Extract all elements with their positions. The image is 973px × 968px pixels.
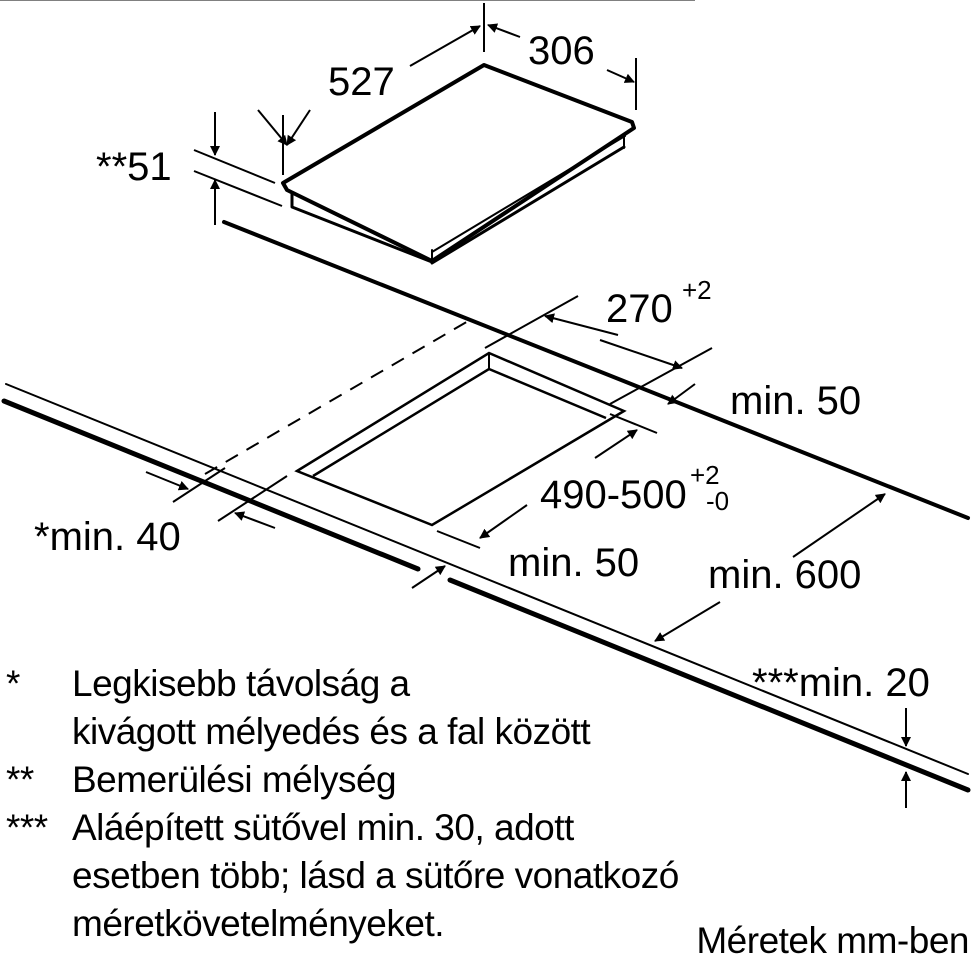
arrow-527-toward-front-edge — [257, 109, 288, 146]
dimension-min-wall-distance — [145, 467, 288, 529]
footnote-3-mark: *** — [6, 807, 48, 848]
arrow-527-to-back — [409, 25, 481, 67]
arrow-min-front — [411, 565, 446, 589]
dimension-hob-width — [487, 23, 637, 110]
arrow-527-front-seg — [213, 108, 258, 147]
dimension-installation-depth — [193, 112, 283, 225]
arrow-527-front-visible — [213, 110, 258, 146]
arrow-527-front-line — [213, 109, 258, 146]
hob-appliance — [281, 63, 636, 265]
arrow-min-600 — [654, 601, 721, 642]
arrow-min-back-real — [667, 383, 696, 405]
dim-arrow-527-leftside — [212, 109, 258, 145]
dimension-cutout-width — [484, 295, 713, 405]
arrow-527-lowerfront — [258, 108, 289, 145]
arrow-min-back-lower-ext2 — [612, 414, 685, 434]
dim-arrow-527-a — [214, 107, 258, 146]
label-cutout-depth-tol-upper: +2 — [690, 460, 720, 490]
label-cutout-width: 270 — [606, 287, 673, 331]
footnote-1-mark: * — [6, 663, 20, 704]
arrow-527-front — [212, 108, 258, 146]
arrow-527-lower — [214, 109, 258, 146]
label-installation-depth: **51 — [96, 145, 172, 189]
label-min-back-distance: min. 50 — [730, 379, 861, 423]
units-label: Méretek mm-ben — [696, 920, 969, 961]
footnote-3-line-1: Aláépített sütővel min. 30, adott — [72, 807, 574, 848]
arrow-527-lower-tip — [215, 108, 258, 145]
worktop-cutout — [204, 319, 627, 527]
arrow-min-back-up — [594, 429, 638, 459]
arrow-527-lower-seg — [213, 108, 258, 145]
arrow-527-front-real — [214, 108, 258, 146]
arrow-527-f — [214, 108, 258, 147]
dim-arrow-527-lower — [213, 107, 258, 146]
label-hob-depth: 527 — [328, 60, 395, 104]
label-min-front-distance: min. 50 — [508, 541, 639, 585]
arrow-527-lower-end — [215, 108, 258, 147]
arrow-527-lower-left — [214, 108, 258, 146]
footnote-1: * Legkisebb távolság a — [6, 660, 679, 708]
arrow-527-to-front — [212, 108, 258, 145]
arrow-527-to-front-real — [214, 108, 258, 146]
footnote-2: ** Bemerülési mélység — [6, 756, 679, 804]
label-cutout-width-tolerance: +2 — [682, 275, 712, 305]
footnote-3: *** Aláépített sütővel min. 30, adott — [6, 804, 679, 852]
label-cutout-depth-tol-lower: -0 — [706, 486, 729, 516]
arrow-527-front-line-b — [214, 110, 258, 146]
footnote-2-mark: ** — [6, 759, 34, 800]
footnote-3-line-3: méretkövetelményeket. — [72, 903, 445, 944]
footnotes: * Legkisebb távolság a kivágott mélyedés… — [6, 660, 679, 948]
footnote-3-line-2: esetben több; lásd a sütőre vonatkozó — [72, 855, 679, 896]
label-cutout-depth: 490-500 — [540, 473, 687, 517]
footnote-1-line-1: Legkisebb távolság a — [72, 663, 410, 704]
arrow-min-back-lower-ext — [609, 413, 658, 434]
label-min-wall-distance: *min. 40 — [34, 515, 181, 559]
footnote-1-line-2: kivágott mélyedés és a fal között — [72, 711, 591, 752]
worktop — [1, 220, 971, 793]
arrow-527-l — [215, 107, 258, 146]
dim-arrow-527-left — [214, 108, 258, 145]
label-min-worktop-thickness: ***min. 20 — [752, 661, 930, 705]
arrow-527-lower-point — [212, 108, 258, 147]
label-min-worktop-depth: min. 600 — [708, 553, 861, 597]
arrow-527-front-drawn — [214, 108, 258, 146]
footnote-2-line-1: Bemerülési mélység — [72, 759, 397, 800]
arrow-527-lower-leg — [215, 108, 258, 146]
label-hob-width: 306 — [528, 29, 595, 73]
dimension-cutout-depth — [436, 493, 886, 558]
